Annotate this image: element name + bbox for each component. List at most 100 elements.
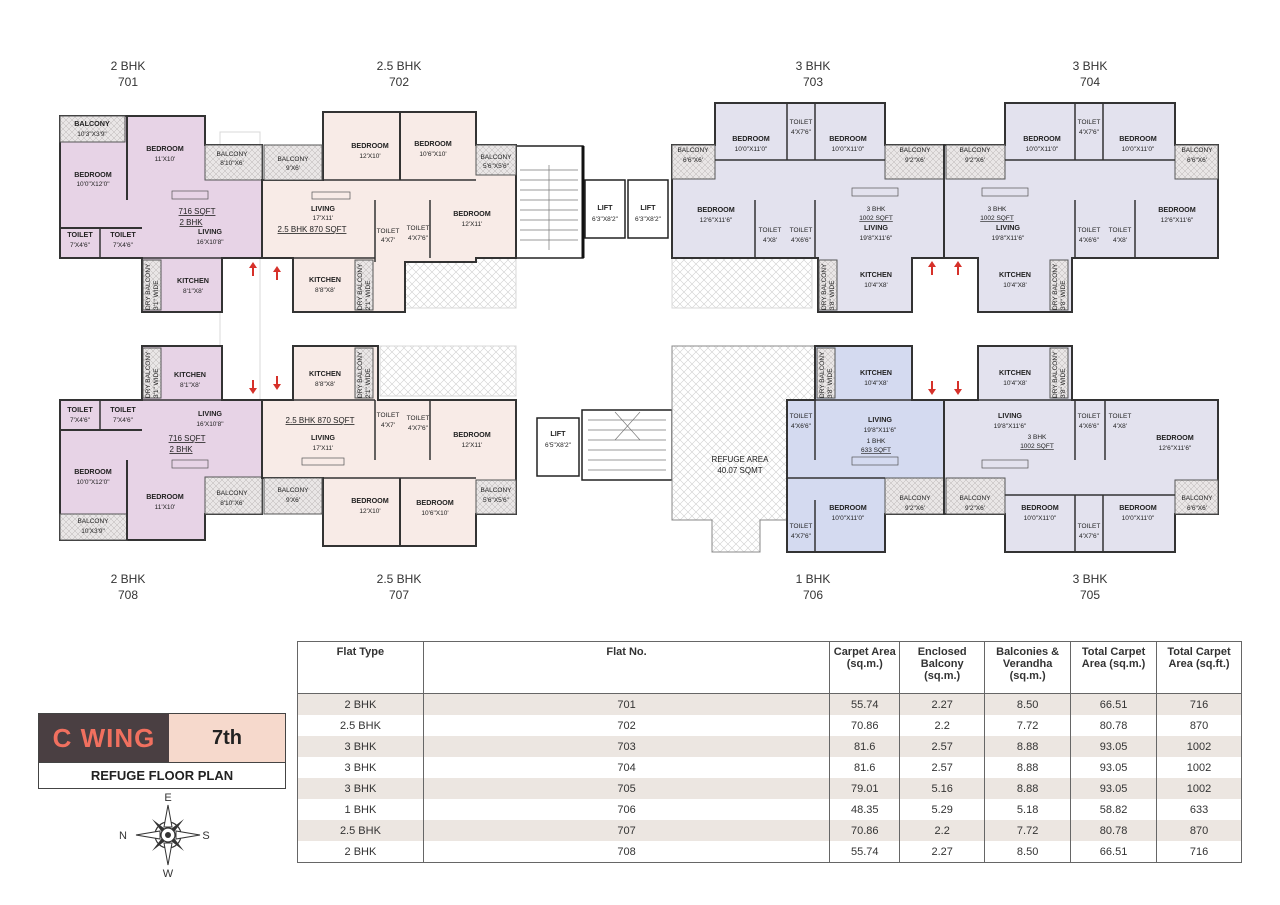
room-label: BALCONY (899, 147, 931, 154)
room-dim: 12'6"X11'6" (1161, 217, 1194, 224)
room-label: LIVING (198, 227, 222, 236)
room-dim: 10'6"X10' (421, 510, 448, 517)
room-dim: 9'2"X6' (905, 157, 925, 164)
column-header: Carpet Area (sq.m.) (829, 641, 901, 694)
wing-title: C WING (39, 714, 169, 762)
compass-w: W (163, 868, 174, 880)
table-cell: 79.01 (829, 778, 901, 799)
room-label: TOILET (1078, 523, 1101, 530)
flat-type: 1 BHK (795, 572, 831, 586)
table-cell: 2.2 (899, 820, 986, 841)
flat-label-701: 2 BHK 701 (68, 58, 188, 90)
table-cell: 81.6 (829, 757, 901, 778)
room-dim: 6'6"X6' (1187, 505, 1207, 512)
room-label: BEDROOM (1158, 205, 1196, 214)
room-dim: 3'1" WIDE (153, 368, 160, 398)
table-cell: 704 (422, 757, 831, 778)
table-cell: 2.27 (899, 841, 986, 863)
room-dim: 19'8"X11'6" (992, 235, 1025, 242)
flat-area: 633 SQFT (861, 447, 891, 454)
table-cell: 1 BHK (297, 799, 424, 820)
room-label: TOILET (1078, 413, 1101, 420)
column-header: Enclosed Balcony (sq.m.) (899, 641, 986, 694)
room-dim: 10'0"X11'0" (1024, 515, 1057, 522)
table-cell: 7.72 (984, 715, 1072, 736)
flat-708-plan: KITCHEN 8'1"X8' DRY BALCONY 3'1" WIDE TO… (59, 345, 263, 541)
room-dim: 2'1" WIDE (365, 280, 372, 310)
room-dim: 7'X4'6" (70, 417, 91, 424)
room-dim: 19'8"X11'6" (860, 235, 893, 242)
room-label: TOILET (377, 412, 400, 419)
room-label: BEDROOM (416, 498, 454, 507)
room-label: TOILET (377, 228, 400, 235)
flat-type-text: 2 BHK (169, 445, 193, 454)
room-label: TOILET (110, 230, 136, 239)
room-dim: 6'6"X6' (1187, 157, 1207, 164)
table-cell: 708 (422, 841, 831, 863)
room-dim: 10'X3'9" (81, 528, 105, 535)
room-label: BEDROOM (1021, 503, 1059, 512)
room-label: BEDROOM (74, 170, 112, 179)
table-cell: 8.88 (984, 757, 1072, 778)
flat-label-705: 3 BHK 705 (1030, 571, 1150, 603)
room-label: BEDROOM (351, 496, 389, 505)
room-label: KITCHEN (860, 270, 892, 279)
table-cell: 707 (422, 820, 831, 841)
floor-plan: LIFT 6'3"X8'2" LIFT 6'3"X8'2" LIFT 6'5"X… (59, 102, 1219, 553)
room-label: BEDROOM (1023, 134, 1061, 143)
room-dim: 16'X10'8" (196, 239, 224, 246)
table-cell: 93.05 (1070, 778, 1158, 799)
flat-type: 3 BHK (1072, 59, 1108, 73)
room-dim: 10'4"X8' (1003, 380, 1027, 387)
table-cell: 8.50 (984, 841, 1072, 863)
flat-704-plan: BEDROOM 10'0"X11'0" TOILET 4'X7'6" BEDRO… (943, 102, 1219, 313)
room-label: DRY BALCONY (357, 263, 364, 310)
room-label: DRY BALCONY (1052, 263, 1059, 310)
flat-number: 704 (1079, 75, 1101, 89)
table-cell: 1002 (1156, 778, 1242, 799)
room-label: KITCHEN (177, 276, 209, 285)
room-dim: 4'X8' (1113, 423, 1127, 430)
room-dim: 12'6"X11'6" (700, 217, 733, 224)
table-cell: 48.35 (829, 799, 901, 820)
room-label: KITCHEN (860, 368, 892, 377)
room-dim: 10'0"X11'0" (1122, 515, 1155, 522)
column-header: Balconies & Verandha (sq.m.) (984, 641, 1072, 694)
table-cell: 3 BHK (297, 778, 424, 799)
table-cell: 702 (422, 715, 831, 736)
flat-702-plan: BALCONY 9'X6' BEDROOM 12'X10' BEDROOM 10… (261, 111, 517, 313)
column-header: Total Carpet Area (sq.m.) (1070, 641, 1158, 694)
table-cell: 81.6 (829, 736, 901, 757)
room-dim: 4'X7' (381, 237, 395, 244)
room-label: DRY BALCONY (1052, 351, 1059, 398)
area-statement-table: Flat Type Flat No. Carpet Area (sq.m.) E… (297, 641, 1242, 863)
table-cell: 2.57 (899, 757, 986, 778)
room-label: DRY BALCONY (145, 263, 152, 310)
room-label: DRY BALCONY (145, 351, 152, 398)
table-cell: 66.51 (1070, 841, 1158, 863)
room-label: TOILET (407, 225, 430, 232)
room-label: TOILET (790, 227, 813, 234)
compass-s: S (202, 830, 209, 842)
table-cell: 58.82 (1070, 799, 1158, 820)
room-label: DRY BALCONY (819, 351, 826, 398)
table-cell: 66.51 (1070, 693, 1158, 715)
table-cell: 55.74 (829, 693, 901, 715)
room-label: KITCHEN (309, 369, 341, 378)
flat-number: 701 (117, 75, 139, 89)
table-cell: 716 (1156, 841, 1242, 863)
room-dim: 4'X7'6" (791, 533, 812, 540)
room-label: TOILET (1109, 413, 1132, 420)
flat-number: 705 (1079, 588, 1101, 602)
room-label: TOILET (790, 413, 813, 420)
room-dim: 10'4"X8' (864, 380, 888, 387)
table-cell: 706 (422, 799, 831, 820)
lift-1-dim: 6'3"X8'2" (592, 216, 619, 223)
room-dim: 8'10"X6' (220, 500, 244, 507)
room-dim: 9'X6' (286, 497, 300, 504)
room-label: BALCONY (74, 119, 110, 128)
table-cell: 1002 (1156, 736, 1242, 757)
table-cell: 716 (1156, 693, 1242, 715)
room-dim: 8'8"X8' (315, 381, 335, 388)
room-dim: 12'6"X11'6" (1159, 445, 1192, 452)
